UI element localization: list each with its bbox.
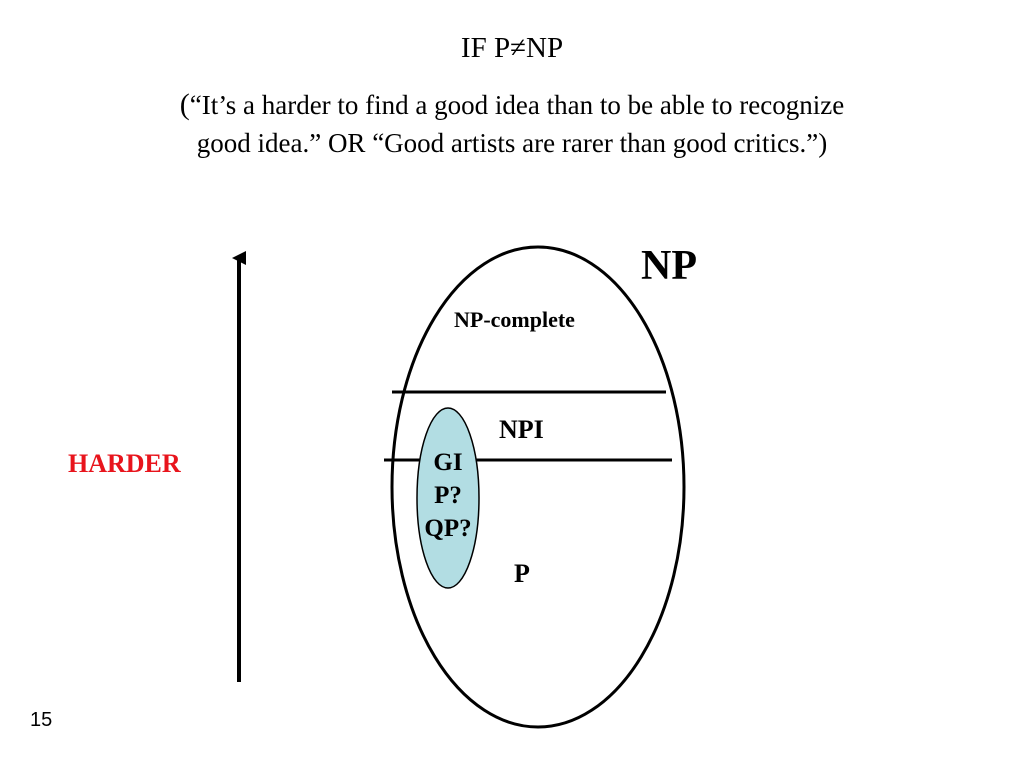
slide-quote: (“It’s a harder to find a good idea than… <box>62 86 962 162</box>
quote-line-1-text: “It’s a harder to find a good idea than … <box>189 90 845 120</box>
quote-line-1: (“It’s a harder to find a good idea than… <box>62 86 962 124</box>
p-question-label: P? <box>434 482 462 509</box>
np-complete-label: NP-complete <box>454 307 575 332</box>
qp-question-label: QP? <box>424 515 472 542</box>
npi-label: NPI <box>499 415 544 444</box>
gi-labels: GI P? QP? <box>412 446 484 545</box>
harder-label: HARDER <box>68 449 181 478</box>
np-label: NP <box>641 243 697 289</box>
quote-line-2: good idea.” OR “Good artists are rarer t… <box>196 128 828 158</box>
p-label: P <box>514 559 530 588</box>
quote-open-paren: ( <box>179 88 190 121</box>
gi-label: GI <box>433 449 463 476</box>
page-number: 15 <box>30 709 53 731</box>
np-ellipse <box>390 245 686 729</box>
slide-title: IF P≠NP <box>460 32 564 64</box>
gi-ellipse <box>416 407 480 589</box>
